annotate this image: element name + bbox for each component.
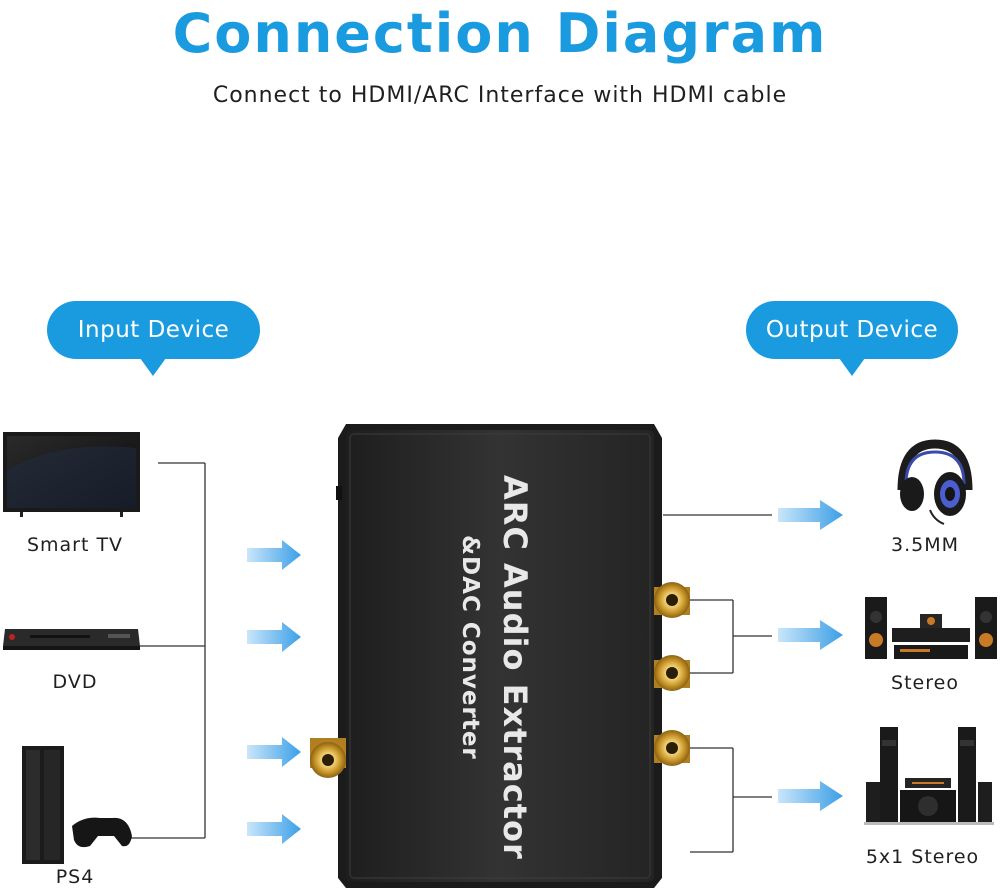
input-arrow (247, 814, 301, 844)
page-subtitle: Connect to HDMI/ARC Interface with HDMI … (212, 83, 788, 108)
output-bubble-tail (839, 358, 865, 376)
rca-port-output-2 (654, 655, 690, 691)
output-arrow (778, 620, 843, 650)
output-arrow (778, 500, 843, 530)
ps4-console-icon (22, 746, 132, 864)
device-label-line2: &DAC Converter (457, 535, 483, 760)
output-device-label: Output Device (765, 317, 939, 343)
rca-port-output-3 (654, 730, 690, 766)
input-arrows (247, 540, 301, 844)
input-bubble-tail (140, 358, 166, 376)
surround-speakers-icon (864, 727, 994, 825)
rca-port-input (310, 738, 346, 778)
headphones-icon (897, 439, 973, 525)
input-arrow (247, 737, 301, 767)
page-title: Connection Diagram (172, 2, 828, 65)
arc-audio-extractor-device: ARC Audio Extractor &DAC Converter (310, 424, 690, 888)
output-device-bubble: Output Device (746, 301, 958, 359)
device-label-line1: ARC Audio Extractor (496, 475, 534, 860)
stereo-speakers-icon (865, 597, 997, 659)
output-bracket-lines (663, 514, 772, 853)
input-device-label-ps4: PS4 (55, 866, 95, 888)
rca-port-output-1 (654, 582, 690, 618)
smart-tv-icon (3, 432, 140, 517)
output-arrow (778, 781, 843, 811)
dvd-player-icon (3, 629, 140, 650)
input-device-label-dvd: DVD (52, 671, 98, 693)
input-bracket-lines (120, 462, 206, 839)
input-device-label-smart-tv: Smart TV (26, 534, 124, 556)
output-device-label-3-5mm: 3.5MM (890, 534, 959, 556)
input-arrow (247, 622, 301, 652)
output-device-label-5x1-stereo: 5x1 Stereo (865, 846, 980, 868)
input-device-bubble: Input Device (47, 301, 260, 359)
input-arrow (247, 540, 301, 570)
output-arrows (778, 500, 843, 811)
input-device-label: Input Device (77, 317, 230, 343)
output-device-label-stereo: Stereo (891, 672, 959, 694)
